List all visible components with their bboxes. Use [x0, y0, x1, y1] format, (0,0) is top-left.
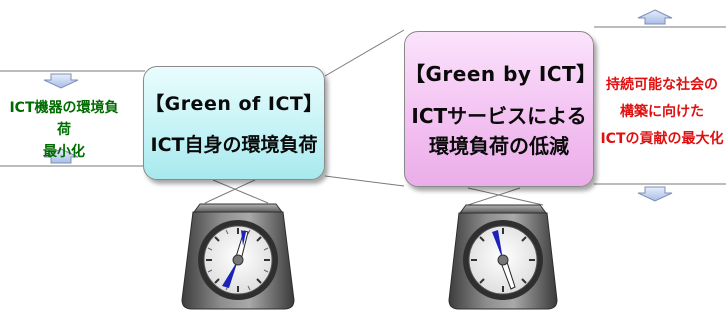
weighing-scale-icon	[181, 203, 295, 310]
arrow-up-icon	[637, 9, 673, 25]
green-by-ict-title: 【Green by ICT】	[405, 61, 597, 86]
green-by-ict-box: 【Green by ICT】 ICTサービスによる 環境負荷の低減	[404, 31, 597, 187]
connector-top	[324, 29, 405, 77]
arrow-up-icon	[43, 148, 79, 164]
weighing-scale-icon	[448, 204, 558, 310]
right-note: 持続可能な社会の 構築に向けた ICTの貢献の最大化	[600, 72, 724, 153]
arrow-down-icon	[637, 186, 673, 202]
needle-shadow	[222, 260, 238, 288]
green-of-ict-box: 【Green of ICT】 ICT自身の環境負荷	[143, 66, 325, 180]
arrow-down-icon	[43, 73, 79, 89]
reference-lines	[0, 26, 726, 206]
needle-shadow	[492, 230, 503, 260]
right-string-b	[467, 187, 521, 206]
right-note-line2: 構築に向けた	[620, 104, 704, 120]
green-by-ict-line2: 環境負荷の低減	[429, 133, 569, 158]
connector-bottom	[324, 175, 405, 187]
green-of-ict-title: 【Green of ICT】	[145, 93, 323, 115]
green-of-ict-subtitle: ICT自身の環境負荷	[150, 134, 318, 156]
right-note-line3: ICTの貢献の最大化	[600, 131, 724, 147]
left-note-line1: ICT機器の環境負荷	[9, 100, 119, 138]
right-note-line1: 持続可能な社会の	[606, 77, 718, 93]
left-string-b	[204, 179, 256, 204]
left-note: ICT機器の環境負荷 最小化	[6, 97, 122, 163]
green-by-ict-description: ICTサービスによる 環境負荷の低減	[405, 101, 593, 161]
left-note-line2: 最小化	[43, 144, 85, 160]
left-string-a	[212, 179, 269, 204]
green-by-ict-line1: ICTサービスによる	[411, 103, 587, 128]
right-string-a	[467, 187, 544, 206]
